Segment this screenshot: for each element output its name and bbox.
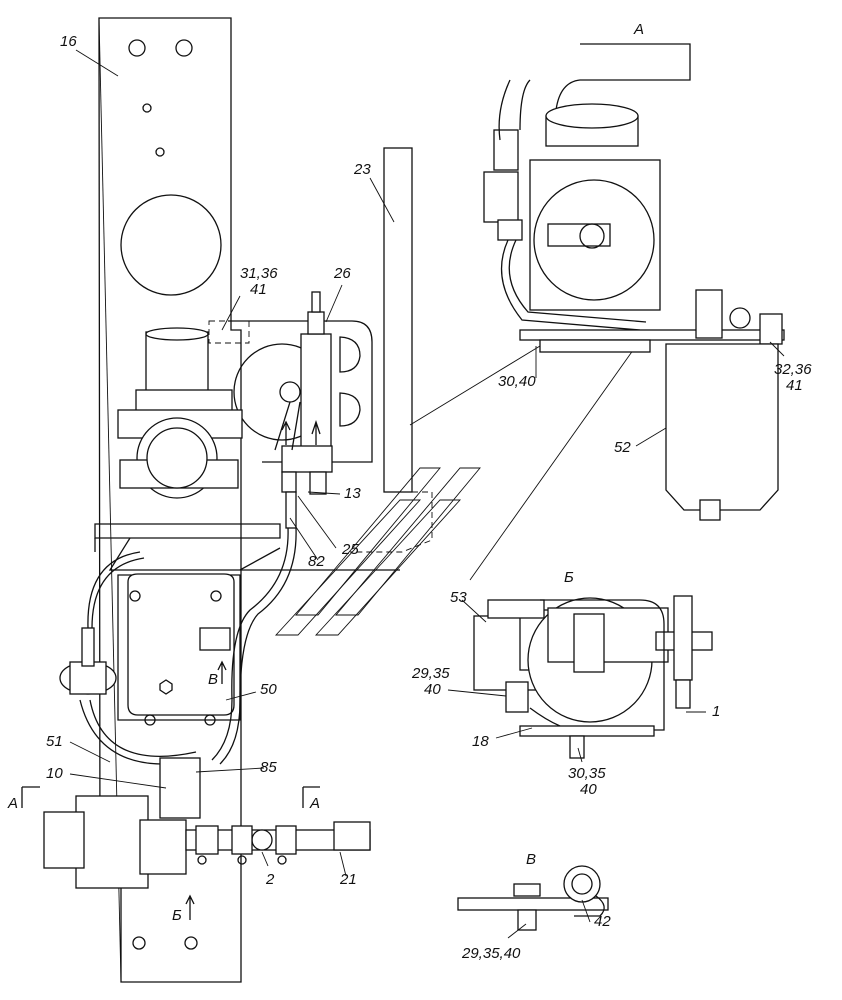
label-53: 53 [450,589,467,606]
label-52: 52 [614,439,631,456]
hand-pump [43,757,371,889]
view-title-a: А [633,21,644,38]
section-arrow-v: В [208,671,218,688]
label-32-36: 32,36 [774,361,812,378]
view-a-assembly [483,43,785,521]
filter-bracket [208,291,373,529]
label-13: 13 [344,485,361,502]
view-b-assembly [473,595,713,759]
plank [350,147,433,553]
cable [211,527,297,765]
label-30-40: 30,40 [498,373,536,390]
control-box [117,573,241,726]
solenoid-valve [117,327,243,499]
label-42: 42 [594,913,611,930]
label-2: 2 [265,871,275,888]
label-40-b2: 40 [580,781,597,798]
label-29-35-40: 29,35,40 [461,945,521,962]
label-41-left: 41 [250,281,267,298]
pressure-sensor [59,551,201,765]
label-10: 10 [46,765,63,782]
label-25: 25 [341,541,359,558]
label-31-36: 31,36 [240,265,278,282]
label-51: 51 [46,733,63,750]
label-16: 16 [60,33,77,50]
label-26: 26 [333,265,351,282]
crossbeam [94,523,400,571]
label-1: 1 [712,703,720,720]
section-arrow-a-right: А [309,795,320,812]
label-23: 23 [353,161,371,178]
section-arrow-a-left: А [7,795,18,812]
label-41-right: 41 [786,377,803,394]
label-40-b1: 40 [424,681,441,698]
view-title-b: Б [564,569,574,586]
label-30-35: 30,35 [568,765,606,782]
label-82: 82 [308,553,325,570]
view-pointer-arrows [274,345,637,636]
view-title-v: В [526,851,536,868]
section-arrow-b: Б [172,907,182,924]
label-50: 50 [260,681,277,698]
view-titles: А Б В А А Б В [7,21,644,924]
callout-labels: 16 23 26 31,36 41 13 25 82 50 51 10 85 2… [46,33,812,962]
label-85: 85 [260,759,277,776]
label-29-35: 29,35 [411,665,450,682]
label-18: 18 [472,733,489,750]
label-21: 21 [339,871,357,888]
section-markers [21,660,320,920]
leader-lines [69,49,785,939]
view-v-assembly [457,865,609,931]
